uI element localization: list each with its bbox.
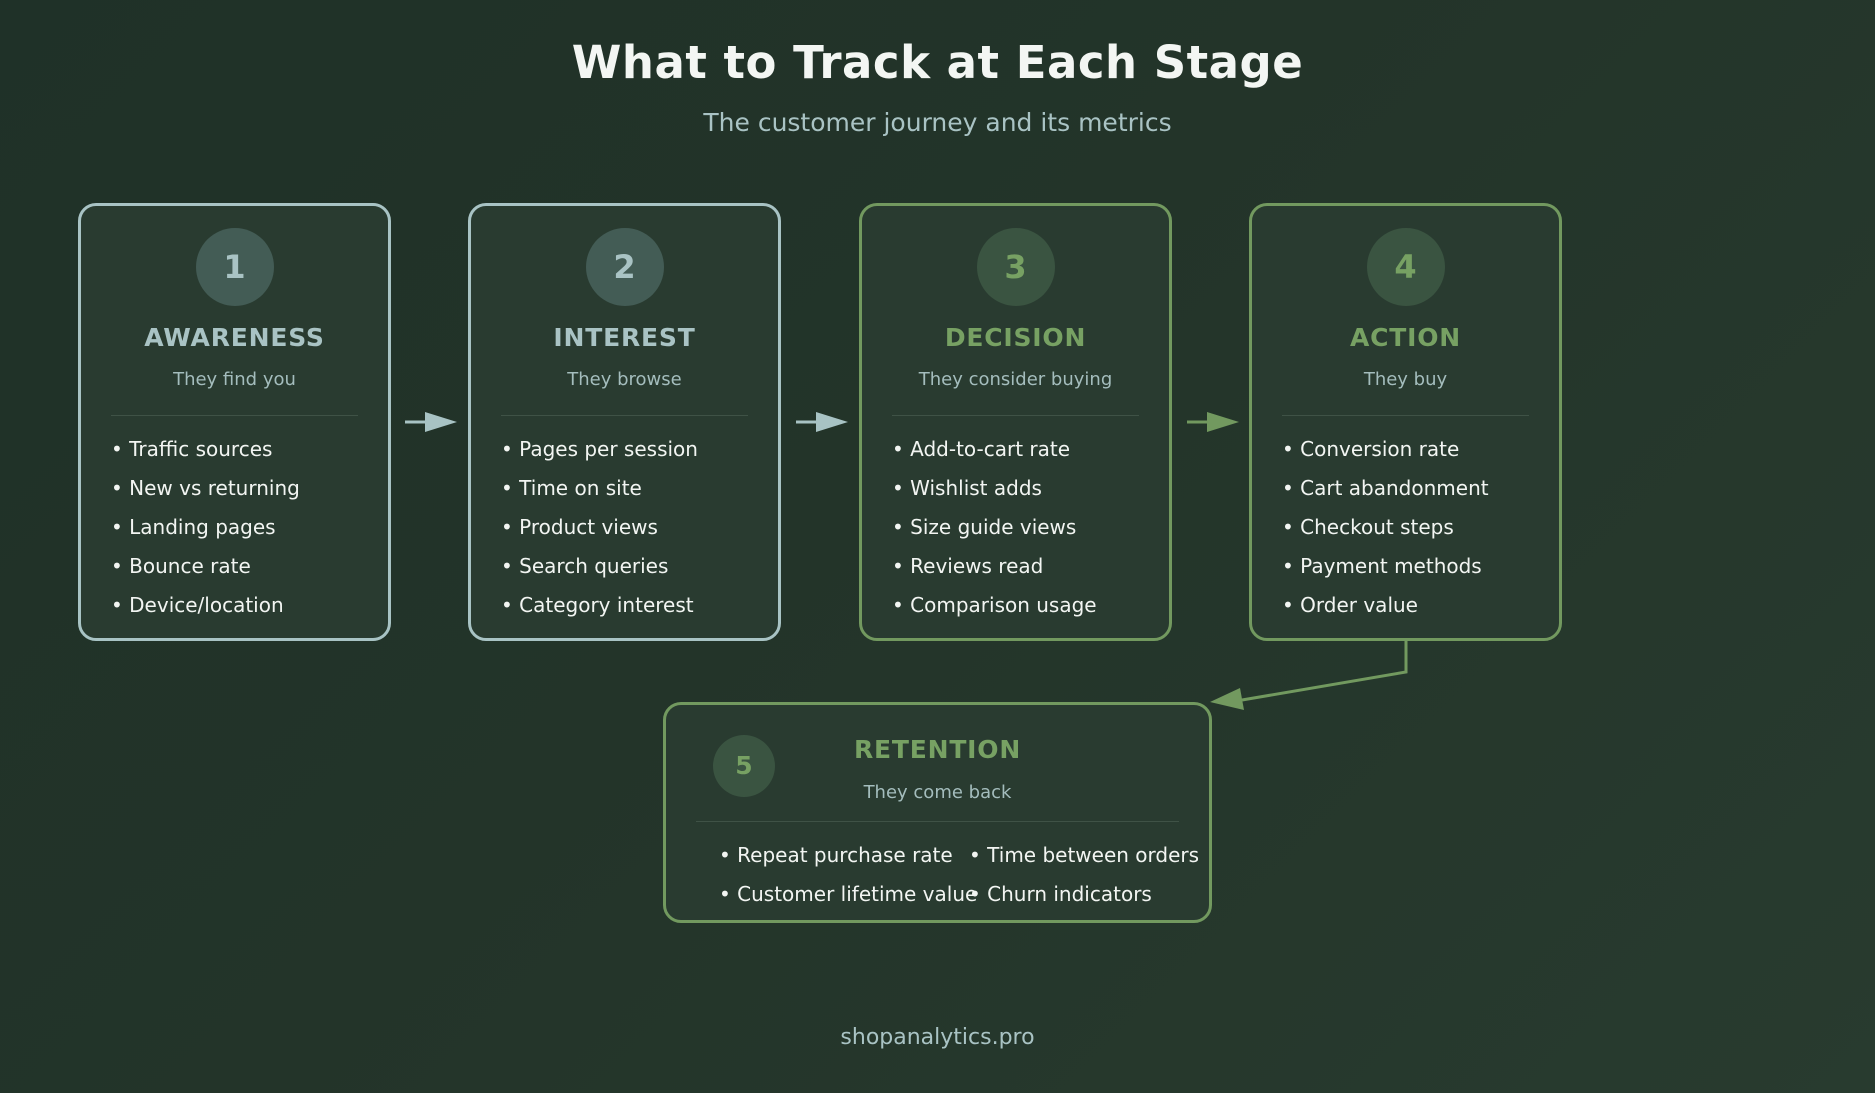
arrow-right-icon xyxy=(1187,412,1239,432)
metric-item: Product views xyxy=(501,514,698,553)
stage-name: DECISION xyxy=(944,323,1087,352)
metric-list: Traffic sources New vs returning Landing… xyxy=(111,436,300,631)
metric-list: Add-to-cart rate Wishlist adds Size guid… xyxy=(892,436,1097,631)
metric-item: Time between orders xyxy=(969,842,1199,881)
divider xyxy=(111,415,358,416)
divider xyxy=(696,821,1179,822)
stage-number-badge: 5 xyxy=(713,735,775,797)
metric-item: Device/location xyxy=(111,592,300,631)
metric-item: Comparison usage xyxy=(892,592,1096,631)
stage-card-action: 4 ACTION They buy Conversion rate Cart a… xyxy=(1249,203,1562,641)
stage-card-interest: 2 INTEREST They browse Pages per session… xyxy=(468,203,781,641)
stage-description: They find you xyxy=(173,369,296,390)
divider xyxy=(501,415,748,416)
page-title: What to Track at Each Stage xyxy=(571,36,1304,89)
metric-item: Conversion rate xyxy=(1282,436,1489,475)
metric-item: Repeat purchase rate xyxy=(719,842,977,881)
stage-number-badge: 4 xyxy=(1366,228,1445,306)
stage-number-badge: 1 xyxy=(195,228,274,306)
connector-arrow-icon xyxy=(1210,640,1408,710)
metric-item: Search queries xyxy=(501,553,698,592)
stage-number-badge: 2 xyxy=(585,228,664,306)
metric-item: Customer lifetime value xyxy=(719,881,977,920)
metric-list: Time between orders Churn indicators xyxy=(969,842,1199,920)
stage-name: INTEREST xyxy=(553,323,696,352)
stage-description: They buy xyxy=(1363,369,1448,390)
metric-item: Checkout steps xyxy=(1282,514,1489,553)
metric-item: Add-to-cart rate xyxy=(892,436,1097,475)
metric-list: Repeat purchase rate Customer lifetime v… xyxy=(719,842,977,920)
metric-item: Payment methods xyxy=(1282,553,1489,592)
metric-item: Wishlist adds xyxy=(892,475,1097,514)
stage-description: They come back xyxy=(863,782,1012,803)
stage-description: They browse xyxy=(567,369,682,390)
stage-name: AWARENESS xyxy=(144,323,325,352)
stage-card-retention: 5 RETENTION They come back Repeat purcha… xyxy=(663,702,1212,923)
metric-list: Pages per session Time on site Product v… xyxy=(501,436,698,631)
metric-item: Bounce rate xyxy=(111,553,300,592)
stage-card-awareness: 1 AWARENESS They find you Traffic source… xyxy=(78,203,391,641)
stage-card-decision: 3 DECISION They consider buying Add-to-c… xyxy=(859,203,1172,641)
stage-description: They consider buying xyxy=(918,369,1113,390)
footer-text: shopanalytics.pro xyxy=(840,1025,1035,1050)
metric-item: New vs returning xyxy=(111,475,300,514)
metric-item: Churn indicators xyxy=(969,881,1199,920)
metric-item: Pages per session xyxy=(501,436,698,475)
metric-item: Time on site xyxy=(501,475,698,514)
metric-item: Category interest xyxy=(501,592,698,631)
metric-item: Traffic sources xyxy=(111,436,300,475)
arrow-right-icon xyxy=(796,412,848,432)
metric-list: Conversion rate Cart abandonment Checkou… xyxy=(1282,436,1489,631)
metric-item: Reviews read xyxy=(892,553,1097,592)
metric-item: Landing pages xyxy=(111,514,300,553)
stage-name: RETENTION xyxy=(853,735,1022,764)
metric-item: Size guide views xyxy=(892,514,1097,553)
metric-item: Order value xyxy=(1282,592,1489,631)
arrow-right-icon xyxy=(405,412,457,432)
metric-item: Cart abandonment xyxy=(1282,475,1488,514)
divider xyxy=(892,415,1139,416)
divider xyxy=(1282,415,1529,416)
stage-name: ACTION xyxy=(1349,323,1462,352)
page-subtitle: The customer journey and its metrics xyxy=(703,108,1172,137)
stage-number-badge: 3 xyxy=(976,228,1055,306)
